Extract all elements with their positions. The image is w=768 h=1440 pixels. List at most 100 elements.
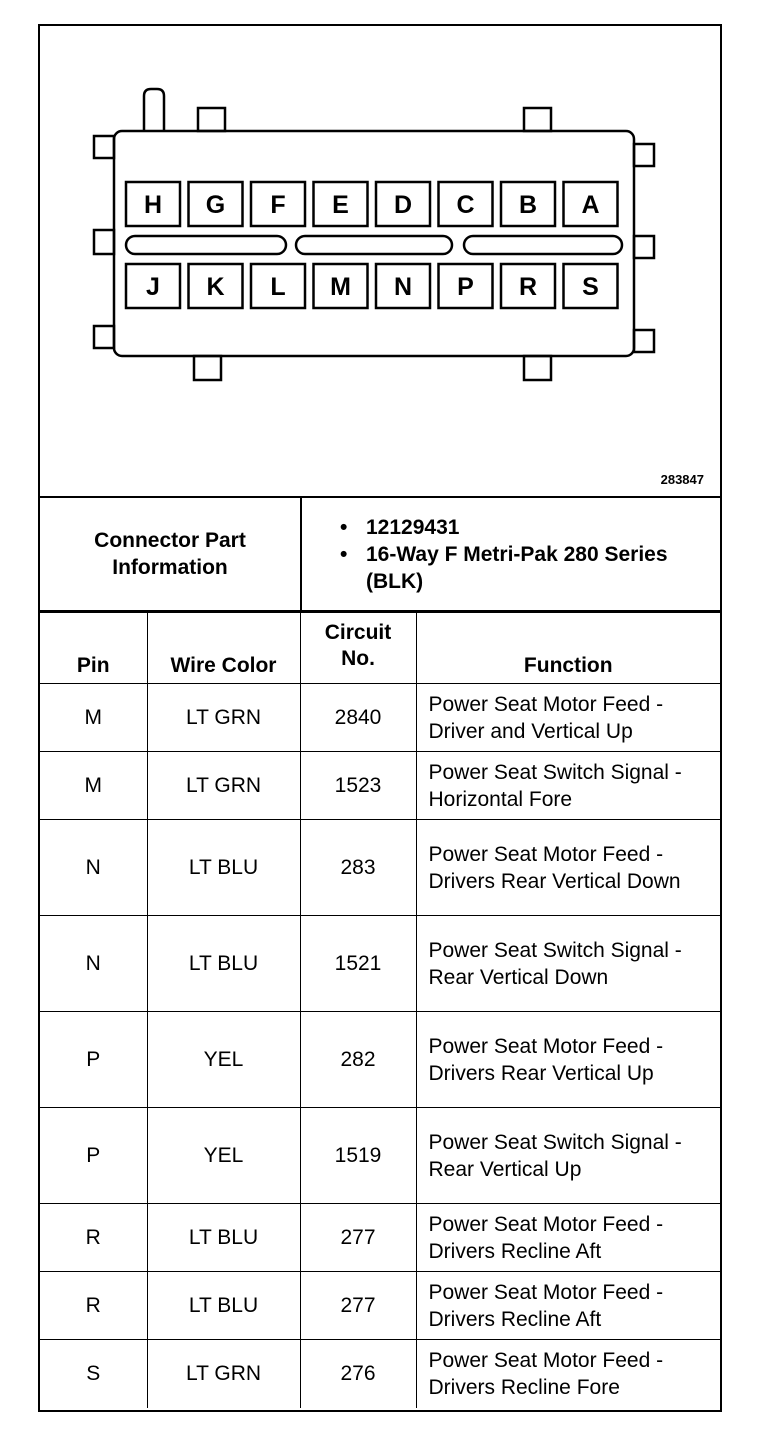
pin-cell: P (40, 1011, 148, 1108)
connector-tab (92, 134, 116, 160)
connector-tab (522, 354, 553, 382)
pin-cavity: J (124, 262, 182, 310)
connector-housing (112, 129, 636, 358)
pin-cell: M (40, 751, 148, 820)
table-header-row: Pin Wire Color Circuit No. Function (40, 612, 720, 684)
pin-cell: N (40, 819, 148, 916)
pin-box (124, 262, 182, 310)
pin-cell: M (40, 683, 148, 752)
pin-box (499, 262, 557, 310)
figure-id: 283847 (660, 472, 704, 487)
keying-slot (294, 234, 454, 256)
pin-cavity: K (187, 262, 244, 310)
circuit-cell: 277 (299, 1203, 417, 1272)
function-cell: Power Seat Motor Feed - Drivers Recline … (415, 1339, 720, 1408)
header-wire-color: Wire Color (146, 612, 301, 684)
pin-box (187, 180, 244, 228)
pin-label: H (144, 191, 162, 219)
function-cell: Power Seat Switch Signal - Rear Vertical… (415, 915, 720, 1012)
pin-box (499, 180, 557, 228)
part-number: 12129431 (336, 514, 696, 541)
connector-tab (632, 142, 656, 168)
pin-label: C (456, 191, 474, 219)
pin-box (312, 262, 369, 310)
wire-color-cell: LT BLU (146, 819, 301, 916)
pin-box (249, 262, 307, 310)
pin-cavity: N (374, 262, 432, 310)
wire-color-cell: LT GRN (146, 1339, 301, 1408)
info-label: Connector Part Information (40, 498, 302, 610)
pin-box (562, 180, 619, 228)
pin-label: G (206, 191, 225, 219)
pin-cell: R (40, 1203, 148, 1272)
pin-cavity: G (187, 180, 244, 228)
pin-cavity: C (437, 180, 494, 228)
connector-tab (632, 328, 656, 354)
pin-box (374, 180, 432, 228)
wire-color-cell: LT GRN (146, 683, 301, 752)
circuit-cell: 2840 (299, 683, 417, 752)
pin-box (312, 180, 369, 228)
pin-label: K (206, 273, 224, 301)
function-cell: Power Seat Motor Feed - Drivers Rear Ver… (415, 819, 720, 916)
header-function: Function (415, 612, 720, 684)
header-circuit-no: Circuit No. (299, 612, 417, 684)
circuit-cell: 282 (299, 1011, 417, 1108)
pin-cavity: P (437, 262, 494, 310)
circuit-cell: 1521 (299, 915, 417, 1012)
wire-color-cell: YEL (146, 1011, 301, 1108)
function-cell: Power Seat Motor Feed - Drivers Rear Ver… (415, 1011, 720, 1108)
connector-tab (522, 106, 553, 133)
header-pin: Pin (40, 612, 148, 684)
pin-cavity: S (562, 262, 619, 310)
pin-label: A (581, 191, 599, 219)
pin-label: S (582, 273, 599, 301)
function-cell: Power Seat Motor Feed - Drivers Recline … (415, 1271, 720, 1340)
keying-slot (462, 234, 624, 256)
pin-label: F (270, 191, 285, 219)
pin-label: P (457, 273, 474, 301)
connector-latch (142, 87, 166, 132)
pin-box (249, 180, 307, 228)
pin-box (562, 262, 619, 310)
connector-tab (92, 324, 116, 350)
connector-tab (192, 354, 223, 382)
pin-box (187, 262, 244, 310)
connector-tab (632, 234, 656, 260)
pin-label: R (519, 273, 537, 301)
pin-label: M (330, 273, 351, 301)
pin-label: N (394, 273, 412, 301)
pin-cell: R (40, 1271, 148, 1340)
pin-box (437, 262, 494, 310)
keying-slot (124, 234, 288, 256)
function-cell: Power Seat Motor Feed - Drivers Recline … (415, 1203, 720, 1272)
circuit-cell: 1523 (299, 751, 417, 820)
connector-tab (196, 106, 227, 133)
circuit-cell: 283 (299, 819, 417, 916)
pin-cell: N (40, 915, 148, 1012)
pin-label: L (270, 273, 285, 301)
pin-cell: S (40, 1339, 148, 1408)
circuit-cell: 1519 (299, 1107, 417, 1204)
wire-color-cell: LT BLU (146, 1203, 301, 1272)
pin-box (437, 180, 494, 228)
pin-box (124, 180, 182, 228)
connector-tab (92, 228, 116, 256)
circuit-cell: 276 (299, 1339, 417, 1408)
wire-color-cell: LT GRN (146, 751, 301, 820)
pin-cell: P (40, 1107, 148, 1204)
function-cell: Power Seat Motor Feed - Driver and Verti… (415, 683, 720, 752)
pin-cavity: F (249, 180, 307, 228)
connector-part-info: Connector Part Information 12129431 16-W… (40, 496, 720, 612)
pin-cavity: B (499, 180, 557, 228)
